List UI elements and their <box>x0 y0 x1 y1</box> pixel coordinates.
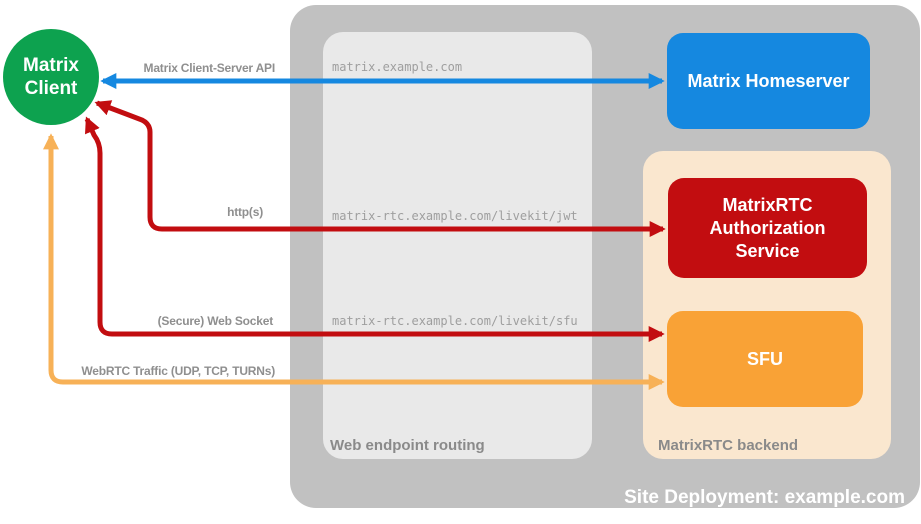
sfu-node: SFU <box>667 311 863 407</box>
https-arrow-label: http(s) <box>227 205 263 219</box>
web-endpoint-routing-caption: Web endpoint routing <box>330 437 485 454</box>
web-endpoint-routing-group <box>323 32 592 459</box>
matrixrtc-auth-service-label: MatrixRTC Authorization Service <box>709 194 826 261</box>
client-server-api-arrow-label: Matrix Client-Server API <box>143 61 276 75</box>
sfu-label: SFU <box>747 348 783 369</box>
websocket-arrow-label: (Secure) Web Socket <box>157 314 274 328</box>
matrixrtc-auth-service-node: MatrixRTC Authorization Service <box>668 178 867 278</box>
endpoint-url-homeserver: matrix.example.com <box>332 60 463 74</box>
matrix-homeserver-label: Matrix Homeserver <box>687 70 850 91</box>
matrixrtc-backend-caption: MatrixRTC backend <box>658 437 799 454</box>
matrix-homeserver-node: Matrix Homeserver <box>667 33 870 129</box>
endpoint-url-livekit-sfu: matrix-rtc.example.com/livekit/sfu <box>332 314 578 328</box>
matrix-client-label: Matrix Client <box>23 55 79 99</box>
endpoint-url-livekit-jwt: matrix-rtc.example.com/livekit/jwt <box>332 209 578 223</box>
site-deployment-caption: Site Deployment: example.com <box>624 487 905 508</box>
webrtc-traffic-arrow-label: WebRTC Traffic (UDP, TCP, TURNs) <box>81 364 275 378</box>
matrix-client-node: Matrix Client <box>3 29 99 125</box>
